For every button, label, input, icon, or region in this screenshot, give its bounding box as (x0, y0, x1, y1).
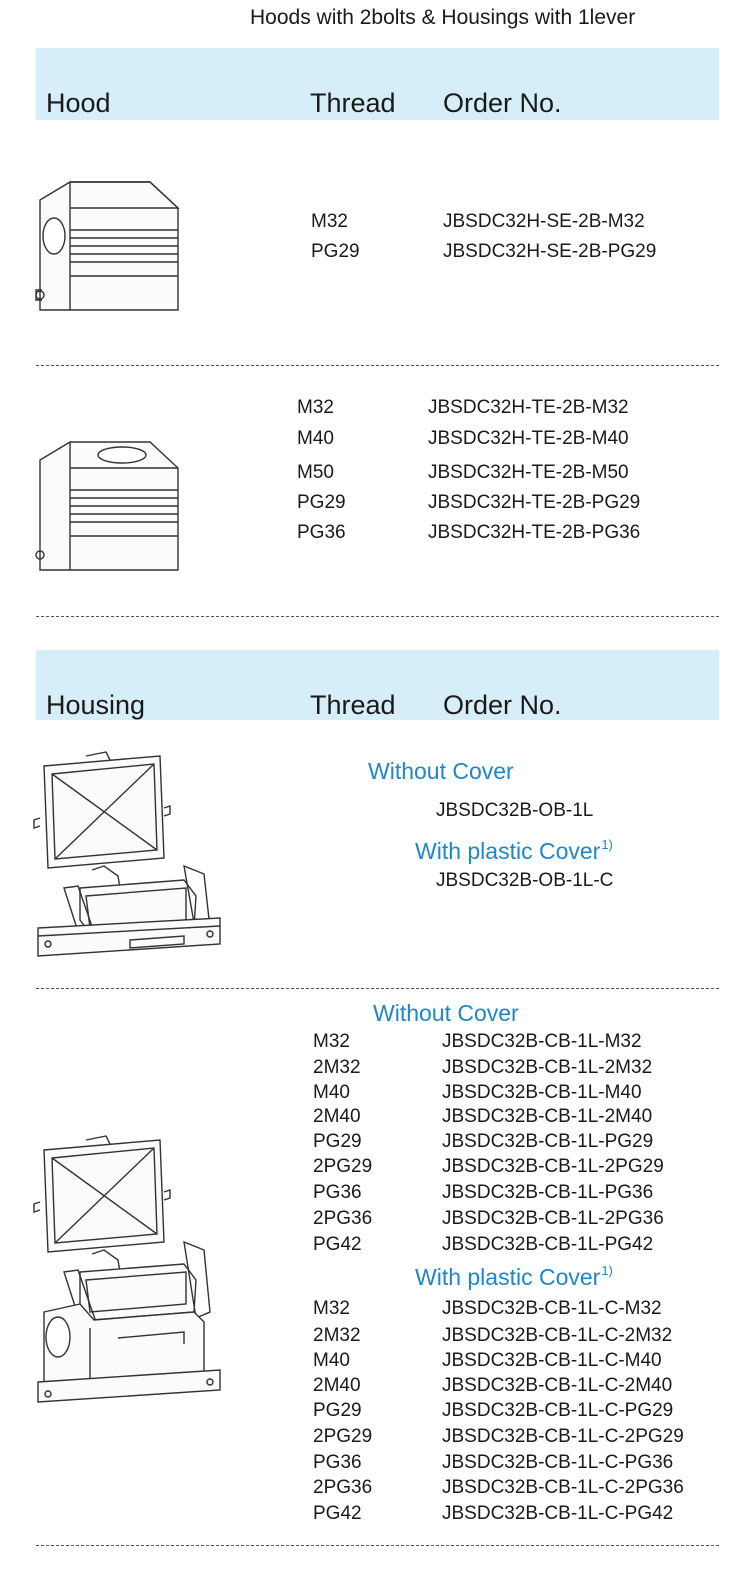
thread-cell: M40 (313, 1350, 350, 1371)
thread-cell: 2M32 (313, 1057, 361, 1078)
thread-cell: M32 (313, 1031, 350, 1052)
housing-column-header: Housing (46, 690, 146, 720)
section-divider (36, 365, 719, 366)
thread-cell: M50 (297, 462, 334, 483)
thread-cell: M32 (313, 1298, 350, 1319)
order-no-cell: JBSDC32B-CB-1L-C-M40 (442, 1350, 662, 1371)
order-no-cell: JBSDC32B-CB-1L-C-2PG36 (442, 1477, 684, 1498)
order-no-cell: JBSDC32H-SE-2B-PG29 (443, 241, 657, 262)
order-no-cell: JBSDC32B-OB-1L-C (436, 870, 614, 891)
thread-cell: M32 (297, 397, 334, 418)
section-divider (36, 1545, 719, 1546)
thread-cell: 2PG29 (313, 1156, 373, 1177)
order-no-cell: JBSDC32B-CB-1L-C-PG29 (442, 1400, 674, 1421)
order-no-cell: JBSDC32B-CB-1L-2M40 (442, 1106, 653, 1127)
order-no-cell: JBSDC32B-CB-1L-M32 (442, 1031, 642, 1052)
order-no-cell: JBSDC32B-CB-1L-PG36 (442, 1182, 654, 1203)
footnote-marker: 1) (601, 837, 613, 852)
thread-cell: PG36 (313, 1182, 362, 1203)
with-plastic-cover-label: With plastic Cover1) (415, 1263, 613, 1290)
thread-cell: 2PG29 (313, 1426, 373, 1447)
thread-cell: PG29 (297, 492, 346, 513)
order-no-cell: JBSDC32B-CB-1L-C-2M32 (442, 1325, 673, 1346)
order-no-cell: JBSDC32H-TE-2B-PG36 (428, 522, 641, 543)
thread-cell: PG42 (313, 1503, 362, 1524)
hood-column-header: Hood (46, 88, 111, 118)
section-divider (36, 988, 719, 989)
section-divider (36, 616, 719, 617)
thread-cell: PG36 (297, 522, 346, 543)
hood-side-entry-drawing (30, 178, 190, 318)
thread-cell: PG29 (311, 241, 360, 262)
with-plastic-cover-label: With plastic Cover1) (415, 837, 613, 864)
housing-closed-base-drawing (34, 1132, 224, 1402)
order-no-cell: JBSDC32B-CB-1L-C-PG42 (442, 1503, 674, 1524)
order-no-cell: JBSDC32B-OB-1L (436, 800, 594, 821)
thread-cell: PG29 (313, 1131, 362, 1152)
order-no-cell: JBSDC32H-TE-2B-M32 (428, 397, 629, 418)
order-no-cell: JBSDC32B-CB-1L-2M32 (442, 1057, 653, 1078)
order-no-cell: JBSDC32H-SE-2B-M32 (443, 211, 645, 232)
thread-cell: M40 (297, 428, 334, 449)
thread-cell: M40 (313, 1082, 350, 1103)
without-cover-label: Without Cover (373, 1000, 519, 1026)
thread-cell: 2PG36 (313, 1477, 373, 1498)
thread-cell: M32 (311, 211, 348, 232)
order-no-cell: JBSDC32H-TE-2B-PG29 (428, 492, 641, 513)
order-no-cell: JBSDC32B-CB-1L-C-M32 (442, 1298, 662, 1319)
hood-header-band (36, 48, 719, 120)
thread-cell: 2M32 (313, 1325, 361, 1346)
order-no-column-header: Order No. (443, 690, 562, 720)
order-no-cell: JBSDC32B-CB-1L-2PG36 (442, 1208, 664, 1229)
order-no-cell: JBSDC32H-TE-2B-M50 (428, 462, 629, 483)
thread-cell: 2M40 (313, 1106, 361, 1127)
order-no-cell: JBSDC32B-CB-1L-C-2M40 (442, 1375, 673, 1396)
hood-top-entry-drawing (30, 438, 190, 578)
order-no-cell: JBSDC32H-TE-2B-M40 (428, 428, 629, 449)
order-no-cell: JBSDC32B-CB-1L-PG29 (442, 1131, 654, 1152)
order-no-cell: JBSDC32B-CB-1L-C-PG36 (442, 1452, 674, 1473)
thread-cell: PG42 (313, 1234, 362, 1255)
without-cover-label: Without Cover (368, 758, 514, 784)
housing-open-base-drawing (34, 748, 224, 963)
footnote-marker: 1) (601, 1263, 613, 1278)
thread-cell: 2PG36 (313, 1208, 373, 1229)
page-title: Hoods with 2bolts & Housings with 1lever (250, 6, 636, 29)
order-no-cell: JBSDC32B-CB-1L-PG42 (442, 1234, 654, 1255)
thread-column-header: Thread (310, 88, 396, 118)
order-no-cell: JBSDC32B-CB-1L-C-2PG29 (442, 1426, 684, 1447)
housing-header-band (36, 650, 719, 720)
thread-cell: PG29 (313, 1400, 362, 1421)
order-no-column-header: Order No. (443, 88, 562, 118)
order-no-cell: JBSDC32B-CB-1L-M40 (442, 1082, 642, 1103)
thread-cell: 2M40 (313, 1375, 361, 1396)
thread-cell: PG36 (313, 1452, 362, 1473)
order-no-cell: JBSDC32B-CB-1L-2PG29 (442, 1156, 664, 1177)
thread-column-header: Thread (310, 690, 396, 720)
